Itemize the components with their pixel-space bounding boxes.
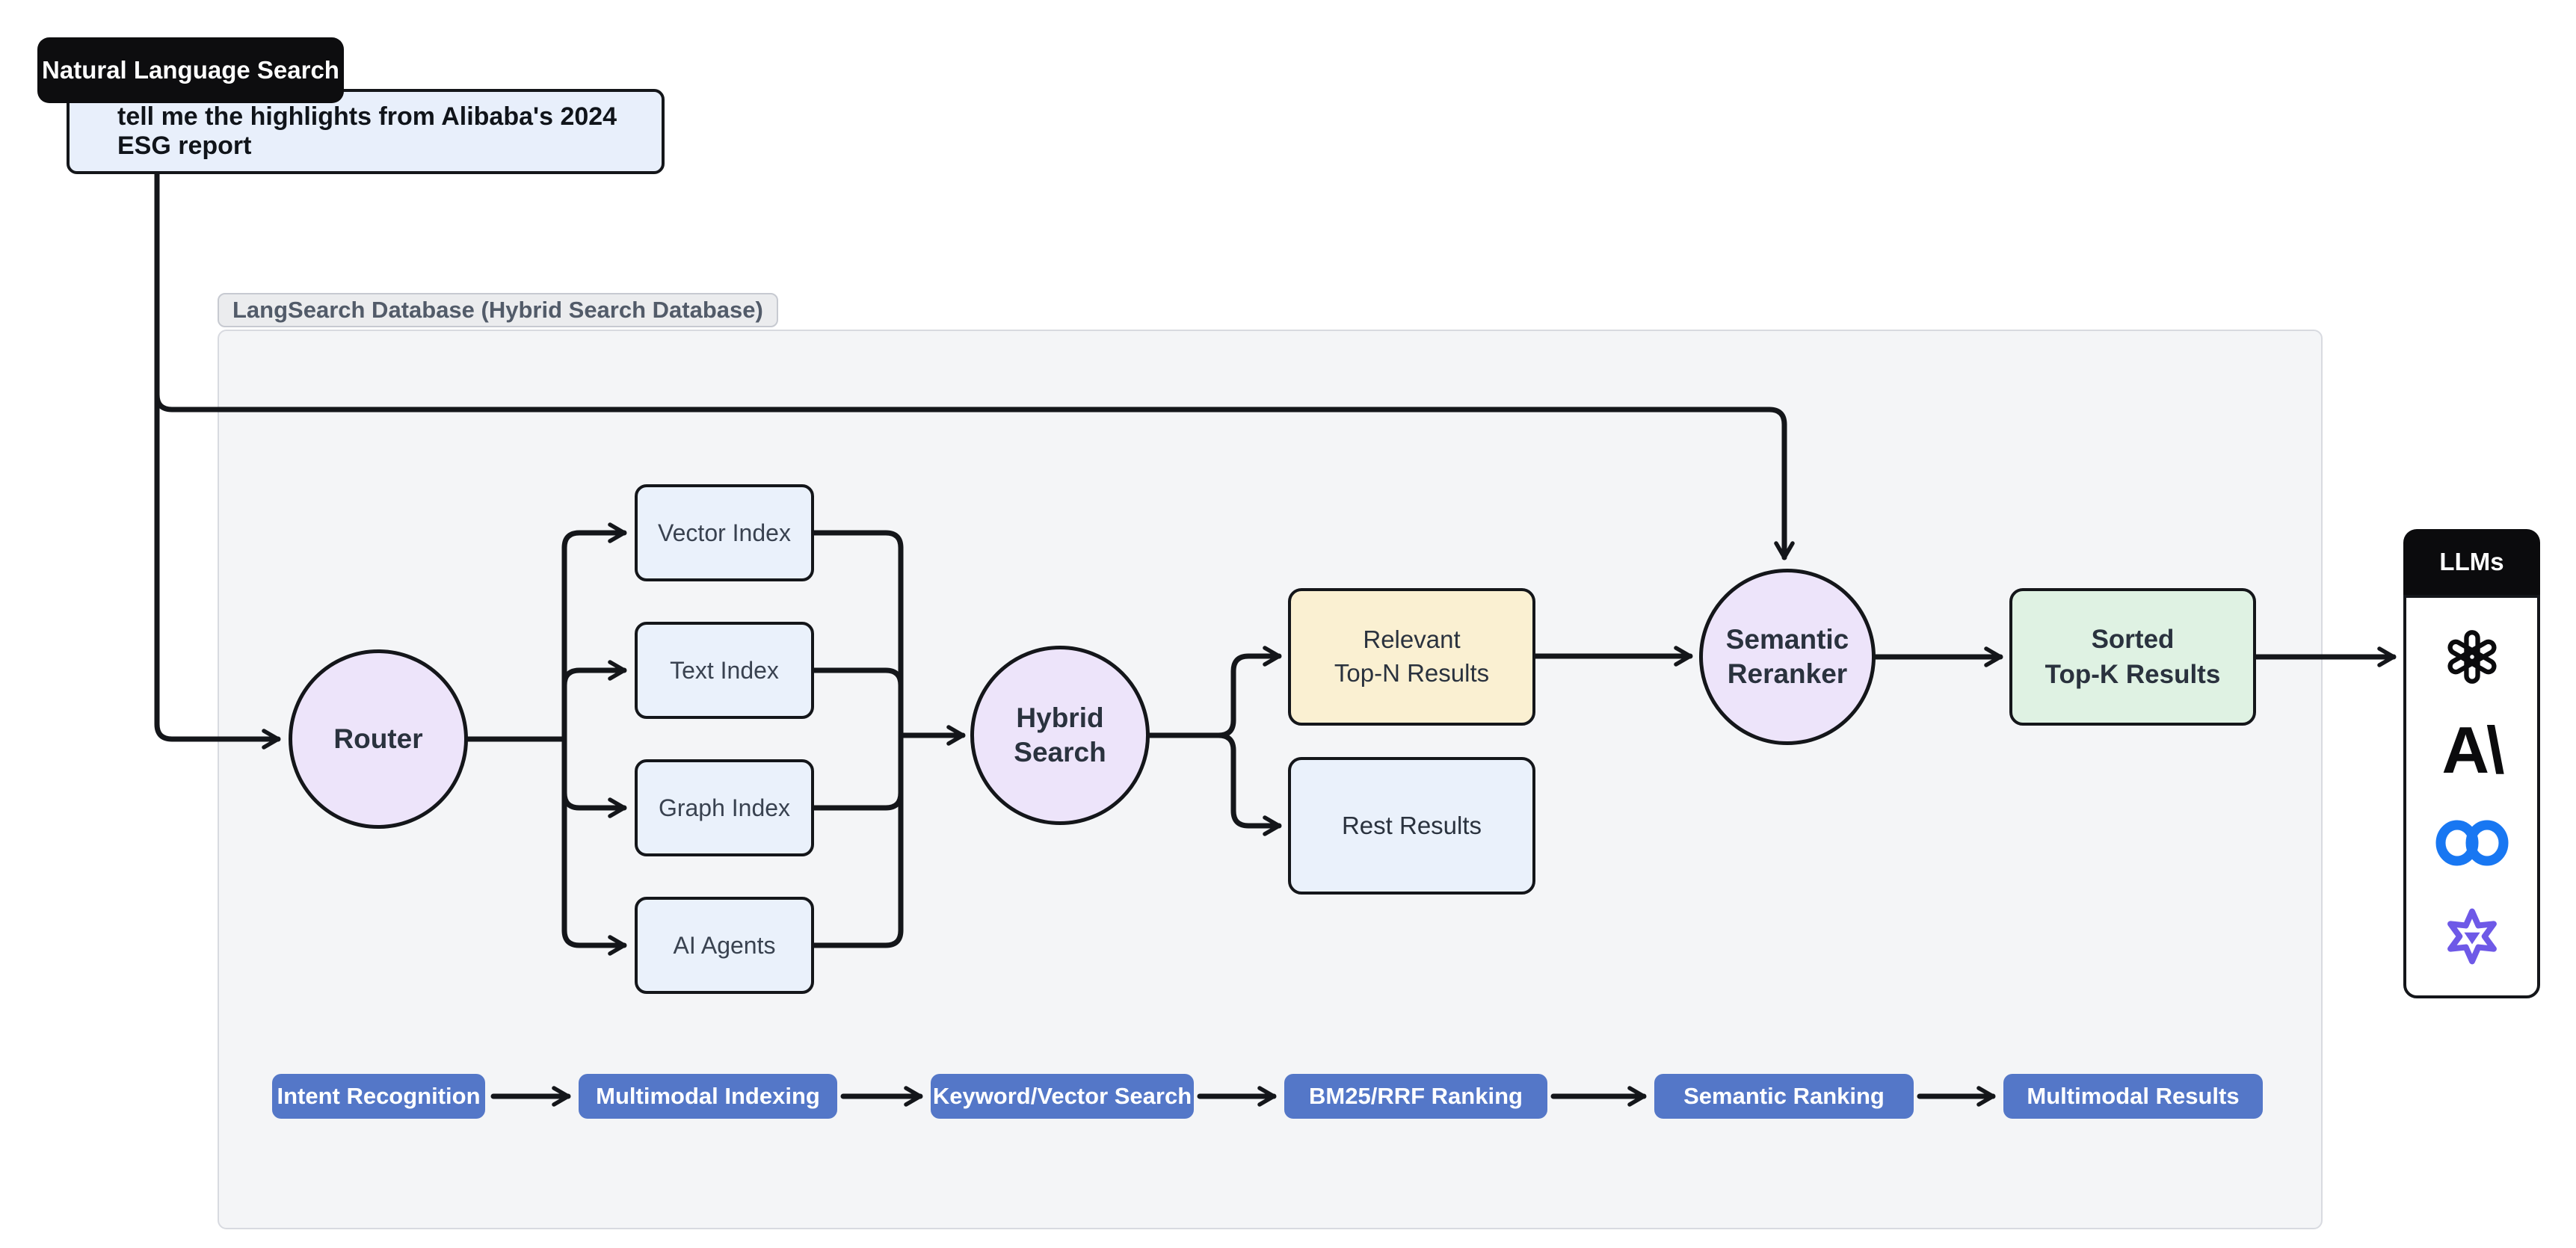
graph-index-node: Graph Index — [635, 759, 814, 856]
pipeline-step-bm25-rrf-ranking: BM25/RRF Ranking — [1284, 1074, 1547, 1119]
pipeline-step-semantic-ranking: Semantic Ranking — [1654, 1074, 1914, 1119]
hybrid-search-node: Hybrid Search — [970, 646, 1150, 825]
ai-agents-node: AI Agents — [635, 897, 814, 994]
pipeline-step-multimodal-results: Multimodal Results — [2003, 1074, 2263, 1119]
pipeline-step-keyword-vector-search: Keyword/Vector Search — [931, 1074, 1194, 1119]
rest-results-node: Rest Results — [1288, 757, 1535, 895]
anthropic-logo: A\ — [2441, 712, 2505, 787]
query-box: tell me the highlights from Alibaba's 20… — [67, 89, 665, 174]
meta-logo — [2433, 809, 2511, 877]
natural-language-search-badge: Natural Language Search — [37, 37, 344, 103]
pipeline-step-intent-recognition: Intent Recognition — [272, 1074, 485, 1119]
openai-logo — [2441, 623, 2503, 691]
llms-panel-header: LLMs — [2403, 529, 2540, 595]
sorted-top-k-results-node: Sorted Top-K Results — [2009, 588, 2256, 726]
semantic-reranker-node: Semantic Reranker — [1699, 569, 1876, 745]
query-text: tell me the highlights from Alibaba's 20… — [117, 102, 617, 160]
qwen-logo — [2439, 902, 2505, 971]
llms-panel-body: A\ — [2403, 595, 2540, 998]
router-node: Router — [289, 649, 468, 829]
badge-label: Natural Language Search — [42, 56, 339, 84]
langsearch-database-label: LangSearch Database (Hybrid Search Datab… — [218, 293, 778, 327]
pipeline-step-multimodal-indexing: Multimodal Indexing — [579, 1074, 837, 1119]
relevant-top-n-results-node: Relevant Top-N Results — [1288, 588, 1535, 726]
vector-index-node: Vector Index — [635, 484, 814, 581]
text-index-node: Text Index — [635, 622, 814, 719]
